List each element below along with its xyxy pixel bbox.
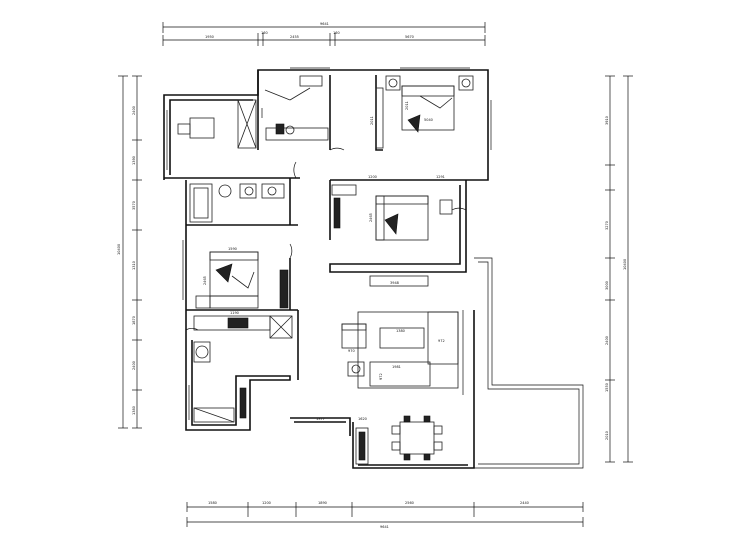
lounge-depth: 1200: [368, 175, 377, 179]
right-seg-3: 3000: [605, 281, 609, 290]
interior-walls: [164, 70, 467, 436]
side-sofa-dim: 972: [438, 339, 445, 343]
tv-cabinet-dim: 3948: [390, 281, 399, 285]
sofa-left-dim: 972: [379, 373, 383, 380]
master-bed: [401, 85, 455, 131]
second-bed-dim: 1590: [228, 247, 237, 251]
left-seg-2: 1390: [132, 156, 136, 165]
left-seg-5: 1870: [132, 316, 136, 325]
kitchen-counter-right: [269, 315, 293, 339]
side-sofa: [427, 311, 459, 365]
bottom-seg-4: 2560: [405, 501, 414, 505]
living-rug: [357, 311, 459, 389]
left-dimension-lines: 10400 2400 1390 3570 1310 1870 2400 1380: [117, 75, 142, 429]
living-room: 3948 1380 1981 972 970 972: [341, 275, 459, 389]
bottom-total-dim: 9641: [380, 525, 389, 529]
right-seg-2: 3270: [605, 221, 609, 230]
left-seg-3: 3570: [132, 201, 136, 210]
lounge-side: 2465: [369, 213, 373, 222]
top-seg-2: 2455: [290, 35, 299, 39]
doors: [185, 147, 467, 331]
sofa-main-dim: 1981: [392, 365, 401, 369]
sideboard-dim: 1377: [316, 417, 325, 421]
dining-table: [399, 421, 435, 455]
toilet-icon: [275, 123, 285, 135]
washer: [239, 183, 257, 199]
study-desk: [189, 117, 215, 139]
bottom-dimension-lines: 1580 1200 1890 2560 2440 9641: [186, 501, 584, 529]
top-dimension-lines: 9641 1950 2455 5670 160 160: [162, 22, 486, 46]
stove-icon: [227, 317, 249, 329]
top-small-2: 160: [333, 31, 340, 35]
master-bed-dim: 5040: [424, 118, 433, 122]
armchair-dim: 970: [348, 349, 355, 353]
coffee-table: [379, 327, 425, 349]
top-seg-1: 1950: [205, 35, 214, 39]
dining-dim: 1620: [358, 417, 367, 421]
sink-icon: [285, 125, 295, 135]
kitchen-pantry: [193, 407, 235, 423]
side-table: [439, 199, 453, 215]
windows: [166, 67, 492, 420]
left-seg-6: 2400: [132, 361, 136, 370]
second-bed: [209, 251, 259, 297]
bookshelf: [333, 197, 341, 229]
top-total-dim: 9641: [320, 22, 329, 26]
left-seg-4: 1310: [132, 261, 136, 270]
bottom-seg-3: 1890: [318, 501, 327, 505]
basin-icon: [218, 184, 232, 198]
right-seg-5: 1550: [605, 383, 609, 392]
right-dimension-lines: 3910 3270 3000 2400 1550 2010 10400: [605, 75, 633, 463]
vanity-two: [261, 183, 285, 199]
left-seg-1: 2400: [132, 106, 136, 115]
second-nightstand: [195, 295, 211, 309]
kitchen-sink: [193, 341, 211, 363]
right-total-dim: 10400: [623, 259, 627, 270]
second-bedroom: 1590 2465: [195, 247, 289, 309]
bath-vanity: [299, 75, 323, 87]
master-bed-h: 2011: [405, 101, 409, 110]
right-seg-1: 3910: [605, 116, 609, 125]
study-cabinet: [237, 99, 257, 149]
study-chair: [177, 123, 191, 135]
corner-table: [347, 361, 365, 377]
wardrobe: [375, 87, 384, 149]
bath-counter: [265, 127, 329, 141]
lounge-w: 1291: [436, 175, 445, 179]
bottom-seg-1: 1580: [208, 501, 217, 505]
left-total-dim: 10400: [117, 244, 121, 255]
kitchen: 1190: [193, 311, 293, 423]
dining-area: 1377 1620: [316, 415, 443, 465]
master-bedroom: 5040 2011 2011: [370, 75, 474, 149]
top-seg-3: 5670: [405, 35, 414, 39]
study-room: [177, 99, 257, 149]
right-seg-6: 2010: [605, 431, 609, 440]
master-bathroom: [261, 75, 329, 141]
bathroom-two: [189, 183, 285, 223]
second-wardrobe: [279, 269, 289, 309]
wardrobe-dim: 2011: [370, 116, 374, 125]
sideboard: [355, 427, 369, 465]
main-sofa: [369, 361, 431, 387]
lounge-room: 1291 2465 1200: [331, 175, 453, 241]
kitchen-dim: 1190: [230, 311, 239, 315]
bathtub: [189, 183, 213, 223]
lounge-cabinet: [331, 184, 357, 196]
nightstand-right: [458, 75, 474, 91]
right-seg-4: 2400: [605, 336, 609, 345]
bottom-seg-5: 2440: [520, 501, 529, 505]
bottom-seg-2: 1200: [262, 501, 271, 505]
left-seg-7: 1380: [132, 406, 136, 415]
top-small-1: 160: [261, 31, 268, 35]
tv-cabinet: [369, 275, 429, 287]
armchair: [341, 323, 367, 349]
coffee-table-dim: 1380: [396, 329, 405, 333]
second-bed-side: 2465: [203, 276, 207, 285]
nightstand-left: [385, 75, 401, 91]
kitchen-shelf: [239, 387, 247, 419]
